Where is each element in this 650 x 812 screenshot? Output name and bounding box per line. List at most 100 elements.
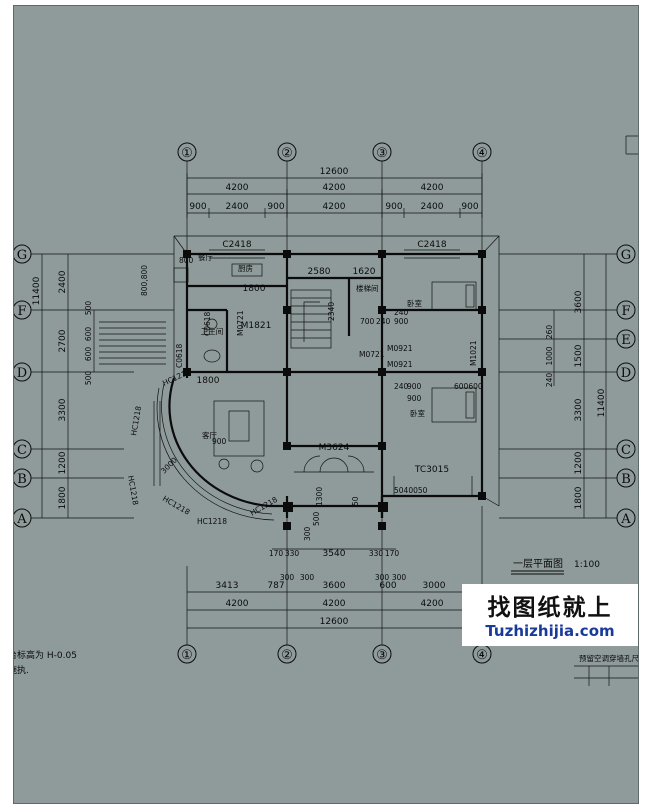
axis-g-right: G bbox=[621, 248, 631, 263]
label-240-c: 240 bbox=[394, 382, 409, 391]
plan-title-block: 一层平面图 1:100 bbox=[511, 558, 600, 575]
axis-a-left: A bbox=[16, 512, 27, 527]
dim-bot-300-c: 300 bbox=[375, 573, 390, 582]
axis-4-top: ④ bbox=[476, 146, 488, 161]
label-900-b: 900 bbox=[407, 382, 422, 391]
label-900-c2: 900 bbox=[212, 437, 227, 446]
label-hc1218-d: HC1218 bbox=[161, 494, 192, 517]
label-1300: 1300 bbox=[315, 487, 324, 506]
label-600600: 600600 bbox=[454, 382, 483, 391]
label-m1021: M1021 bbox=[469, 340, 478, 366]
label-c0618-b: C0618 bbox=[175, 343, 184, 368]
dim-bot-3000: 3000 bbox=[423, 581, 446, 591]
label-m0721-v: M0721 bbox=[236, 310, 245, 336]
dim-left-inner-600-b: 600 bbox=[84, 347, 93, 362]
label-dining: 餐厅 bbox=[198, 253, 213, 262]
label-1620: 1620 bbox=[353, 267, 376, 277]
label-hc1218-c: HC1218 bbox=[126, 475, 140, 506]
label-m1821: M1821 bbox=[241, 321, 272, 331]
dim-bot-600: 600 bbox=[379, 581, 396, 591]
dim-left-inner-600-a: 600 bbox=[84, 327, 93, 342]
bed-1 bbox=[431, 281, 477, 311]
dim-bot-300-a: 300 bbox=[280, 573, 295, 582]
dim-bot-total: 12600 bbox=[320, 617, 349, 627]
right-axis-bubbles: G F E D C B A bbox=[616, 244, 636, 528]
label-5040050: 5040050 bbox=[394, 486, 428, 495]
label-800-800: 800,800 bbox=[140, 265, 149, 296]
dim-bot-3540: 3540 bbox=[323, 549, 346, 559]
dim-bot-170-a: 170 bbox=[269, 549, 284, 558]
dim-top-2400-b: 2400 bbox=[421, 202, 444, 212]
dim-right-3300: 3300 bbox=[574, 398, 584, 421]
columns bbox=[183, 250, 486, 530]
dim-left-2700: 2700 bbox=[58, 329, 68, 352]
label-50: 50 bbox=[351, 496, 360, 506]
bed-2 bbox=[431, 387, 477, 423]
top-axis-bubbles: ① ② ③ ④ bbox=[177, 142, 492, 162]
building-walls bbox=[153, 235, 500, 530]
top-windows bbox=[209, 249, 460, 259]
dim-top-4200-c: 4200 bbox=[421, 183, 444, 193]
dim-bot-3600: 3600 bbox=[323, 581, 346, 591]
dim-bot-4200-b: 4200 bbox=[323, 599, 346, 609]
axis-3-bottom: ③ bbox=[376, 648, 388, 663]
dim-top-2400-a: 2400 bbox=[226, 202, 249, 212]
axis-e-right: E bbox=[621, 333, 631, 348]
plan-title: 一层平面图 bbox=[513, 558, 563, 570]
dim-right-inner-240: 240 bbox=[545, 373, 554, 388]
watermark-url: Tuzhizhijia.com bbox=[485, 622, 615, 640]
dim-left-inner-500-a: 500 bbox=[84, 301, 93, 316]
dim-bot-300-d: 300 bbox=[392, 573, 407, 582]
watermark-box: 找图纸就上 Tuzhizhijia.com bbox=[462, 584, 638, 646]
label-bedroom-2: 卧室 bbox=[410, 408, 425, 418]
dim-top-900-a: 900 bbox=[189, 202, 206, 212]
bottom-dimension-chain: 170 330 3540 330 170 300 300 300 300 341… bbox=[187, 548, 482, 629]
dim-bot-4200-a: 4200 bbox=[226, 599, 249, 609]
label-living: 客厅 bbox=[202, 430, 217, 440]
label-bedroom-1: 卧室 bbox=[407, 298, 422, 308]
dim-bot-170-b: 170 bbox=[385, 549, 400, 558]
dim-bot-4200-c: 4200 bbox=[421, 599, 444, 609]
label-700: 700 bbox=[360, 317, 375, 326]
note-line-2: 施执. bbox=[14, 664, 29, 676]
dim-bot-330-b: 330 bbox=[369, 549, 384, 558]
dim-bot-330-a: 330 bbox=[285, 549, 300, 558]
label-900-c: 900 bbox=[407, 394, 422, 403]
dim-right-1500: 1500 bbox=[574, 344, 584, 367]
dim-right-inner-1000: 1000 bbox=[545, 346, 554, 365]
label-c2418-left: C2418 bbox=[222, 240, 251, 250]
axis-4-bottom: ④ bbox=[476, 648, 488, 663]
label-kitchen: 厨房 bbox=[238, 263, 253, 273]
main-door bbox=[294, 455, 374, 473]
dim-top-900-c: 900 bbox=[385, 202, 402, 212]
dim-top-4200-b: 4200 bbox=[323, 183, 346, 193]
dim-right-1800: 1800 bbox=[574, 486, 584, 509]
drawing-sheet: ① ② ③ ④ ① ② ③ ④ G F D C B A G F E D C B … bbox=[13, 5, 639, 804]
label-stair-room: 楼梯间 bbox=[356, 283, 379, 293]
dim-right-total: 11400 bbox=[597, 388, 607, 417]
axis-c-left: C bbox=[17, 443, 27, 458]
label-1800-b: 1800 bbox=[197, 376, 220, 386]
axis-d-left: D bbox=[17, 366, 27, 381]
axis-f-left: F bbox=[17, 304, 26, 319]
label-hc1218-e: HC1218 bbox=[197, 517, 227, 526]
watermark-title: 找图纸就上 bbox=[487, 595, 613, 621]
plan-scale: 1:100 bbox=[574, 560, 600, 570]
dim-left-inner-500-b: 500 bbox=[84, 371, 93, 386]
dim-right-inner-260: 260 bbox=[545, 325, 554, 340]
label-c0618-a: C0618 bbox=[203, 311, 212, 336]
axis-1-bottom: ① bbox=[181, 648, 193, 663]
axis-grid-lines bbox=[31, 161, 617, 645]
label-m0921-a: M0921 bbox=[387, 344, 413, 353]
right-dimension-chain: 11400 3600 1500 3300 1200 1800 260 1000 … bbox=[545, 254, 607, 518]
corner-note: 预留空调穿墙孔尺 bbox=[579, 653, 638, 663]
note-line-1: 台标高为 H-0.05 bbox=[14, 649, 77, 661]
dim-left-2400: 2400 bbox=[58, 270, 68, 293]
label-2580: 2580 bbox=[308, 267, 331, 277]
label-240-a: 240 bbox=[394, 308, 409, 317]
dim-left-1200: 1200 bbox=[58, 451, 68, 474]
dim-right-3600: 3600 bbox=[574, 290, 584, 313]
label-240-b: 240 bbox=[376, 317, 391, 326]
dim-bot-787: 787 bbox=[267, 581, 284, 591]
label-bathroom: 卫生间 bbox=[201, 326, 224, 336]
